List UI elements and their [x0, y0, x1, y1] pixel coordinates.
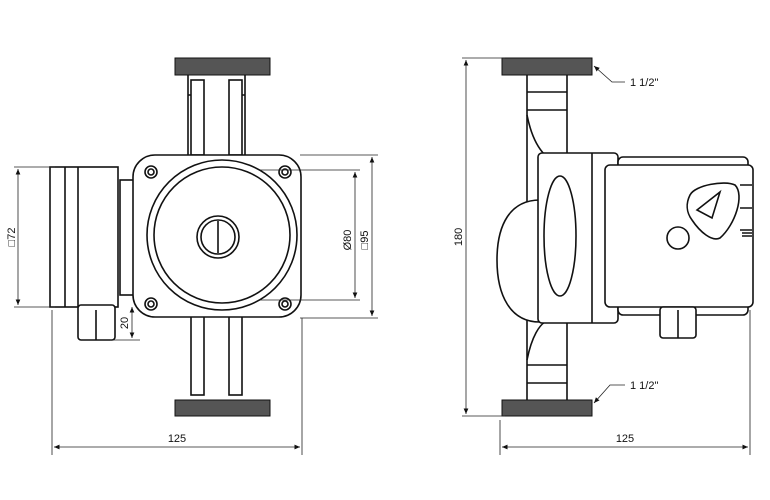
pipe-rib [228, 314, 243, 396]
speed-selector [686, 182, 740, 240]
pipe-rib [228, 79, 243, 156]
thread-top-label: 1 1/2" [630, 77, 658, 89]
bottom-thread [174, 399, 271, 417]
indicator-light [666, 226, 690, 250]
side-view: 180 1 1/2" 1 1/2" 125 [453, 57, 754, 455]
selector-pointer-icon [695, 189, 722, 220]
pipe-rib [190, 79, 205, 156]
dim-width-side: 125 [616, 433, 634, 445]
volute-bulge [496, 199, 541, 323]
pipe-rib [190, 314, 205, 396]
dim-height: 180 [453, 228, 465, 246]
top-thread [501, 57, 593, 76]
motor-housing [49, 166, 119, 308]
housing-recess [543, 175, 577, 297]
bolt-holes [144, 165, 292, 311]
front-view: □72 20 Ø80 □95 125 [6, 57, 378, 455]
bottom-thread [501, 399, 593, 417]
dim-width-front: 125 [168, 433, 186, 445]
top-pipe [187, 75, 246, 160]
dim-terminal: 20 [119, 317, 131, 329]
thread-bottom-label: 1 1/2" [630, 380, 658, 392]
top-thread [174, 57, 271, 76]
dim-volute-diameter: Ø80 [342, 230, 354, 251]
dim-motor-square: □72 [6, 228, 18, 247]
dim-body-square: □95 [359, 231, 371, 250]
